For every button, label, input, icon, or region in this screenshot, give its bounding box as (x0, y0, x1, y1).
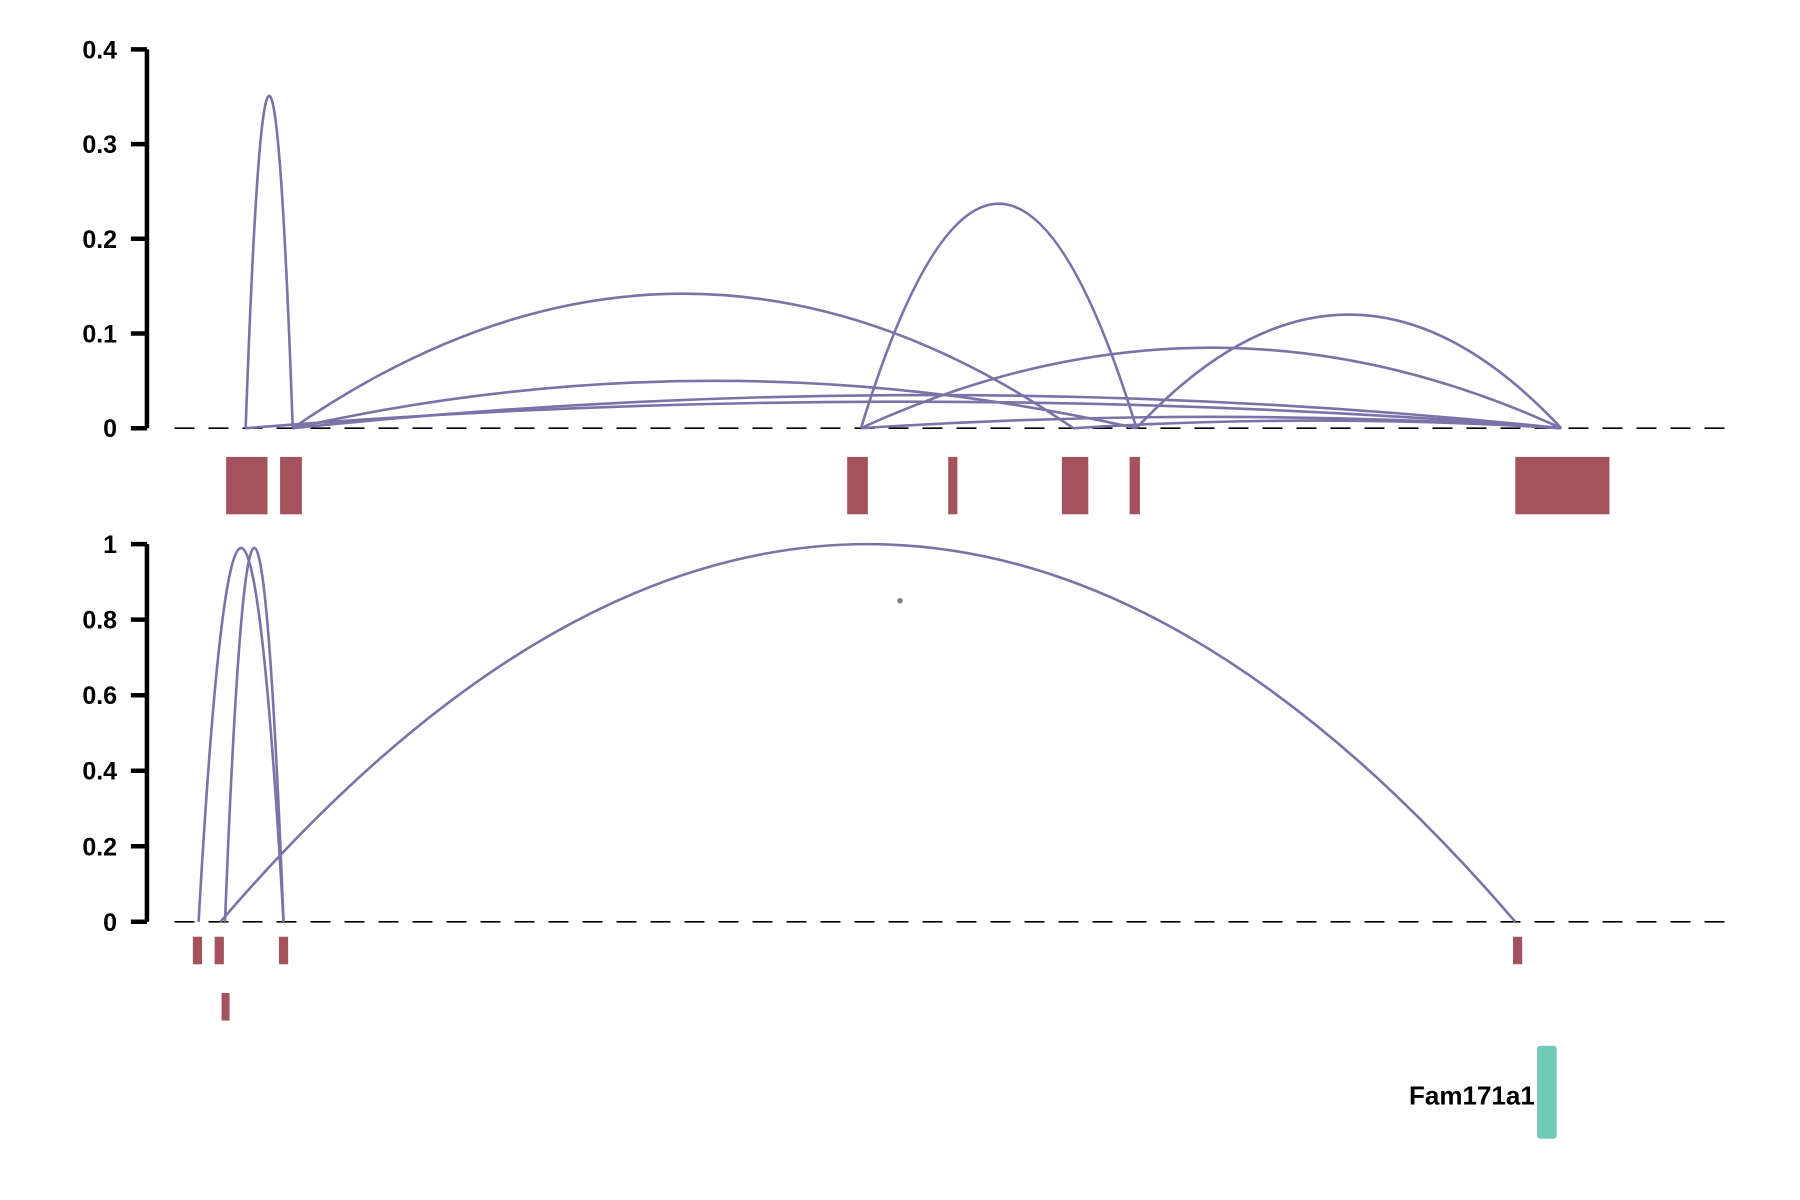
y-tick-label: 0.4 (82, 36, 117, 64)
exon-block (1129, 456, 1140, 515)
exon-block (1061, 456, 1089, 515)
y-tick-label: 0.2 (82, 833, 117, 861)
exon-block (280, 456, 302, 515)
exon-block (214, 936, 224, 965)
y-tick-label: 0 (103, 909, 117, 937)
gene-track: Fam171a1 (1409, 1045, 1557, 1139)
exon-block (278, 936, 289, 965)
junction-arc (1135, 313, 1563, 430)
y-tick-label: 0.2 (82, 226, 117, 254)
junction-arc (197, 546, 285, 922)
y-tick-label: 0.4 (82, 758, 117, 786)
data-point (897, 597, 903, 604)
y-tick-label: 0 (103, 415, 117, 443)
top-arcs (244, 94, 1563, 430)
exon-block (226, 456, 268, 515)
gene-bar-fam171a1 (1537, 1045, 1557, 1139)
gene-label: Fam171a1 (1409, 1080, 1535, 1110)
exon-block (221, 992, 230, 1021)
y-tick-label: 0.6 (82, 682, 117, 710)
bottom-points (897, 597, 903, 604)
junction-arc (219, 542, 1517, 923)
junction-arc (291, 292, 1075, 430)
y-tick-label: 0.1 (82, 320, 117, 348)
top-y-axis: 0 0.1 0.2 0.3 0.4 (82, 36, 150, 443)
bottom-exon-track (192, 936, 1523, 1021)
junction-arc (1073, 419, 1562, 430)
bottom-y-axis: 0 0.2 0.4 0.6 0.8 1 (82, 531, 150, 937)
exon-block (1513, 936, 1523, 965)
y-tick-label: 0.8 (82, 607, 117, 635)
exon-block (192, 936, 203, 965)
junction-arc (245, 400, 1562, 430)
exon-block (847, 456, 868, 515)
top-panel: 0 0.1 0.2 0.3 0.4 (82, 36, 1729, 515)
junction-arc (244, 94, 295, 429)
exon-block (948, 456, 958, 515)
y-tick-label: 1 (103, 531, 117, 559)
y-tick-label: 0.3 (82, 131, 117, 159)
bottom-panel: 0 0.2 0.4 0.6 0.8 1 (82, 531, 1729, 1021)
junction-arc (292, 379, 1137, 430)
exon-block (1515, 456, 1610, 515)
top-exon-track (226, 456, 1610, 515)
bottom-arcs (197, 542, 1517, 923)
junction-arc (860, 346, 1562, 430)
junction-arc (223, 546, 285, 922)
junction-arc (859, 202, 1138, 429)
